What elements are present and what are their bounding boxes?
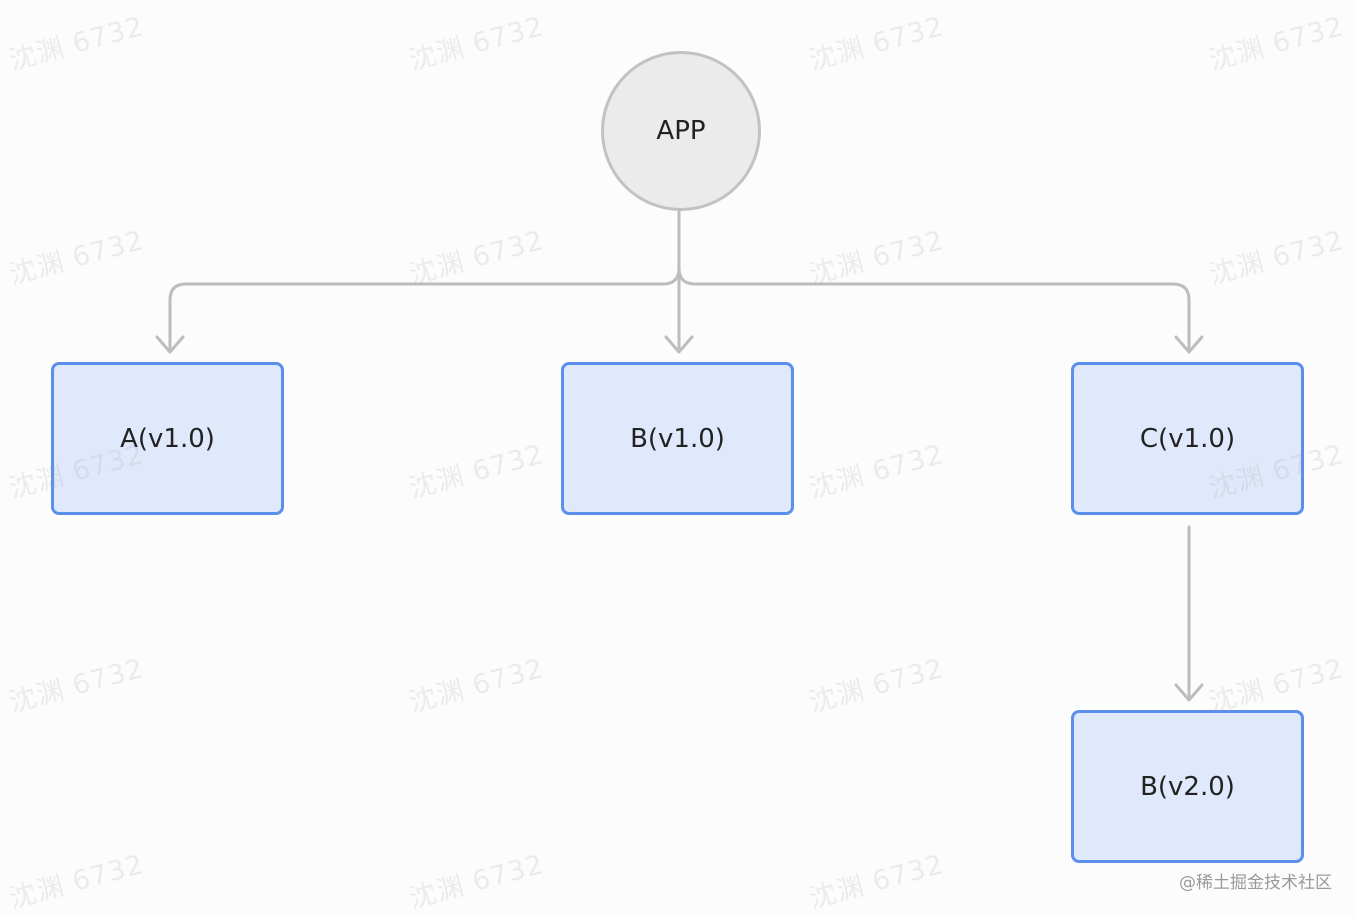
node-app: APP xyxy=(601,51,761,211)
edge-app-to-c xyxy=(677,266,1191,352)
arrowhead-a xyxy=(155,335,185,354)
node-c-v1: C(v1.0) xyxy=(1071,362,1304,515)
site-credit: @稀土掘金技术社区 xyxy=(1179,873,1332,893)
node-a-v1: A(v1.0) xyxy=(51,362,284,515)
node-b-v2-label: B(v2.0) xyxy=(1140,771,1235,802)
node-c-v1-label: C(v1.0) xyxy=(1139,423,1236,454)
node-app-label: APP xyxy=(656,116,706,146)
arrowhead-c xyxy=(1174,335,1204,354)
node-b-v1: B(v1.0) xyxy=(561,362,794,515)
arrowhead-b xyxy=(664,335,694,354)
node-b-v2: B(v2.0) xyxy=(1071,710,1304,863)
arrowhead-b-v2 xyxy=(1174,683,1204,702)
node-a-v1-label: A(v1.0) xyxy=(120,423,215,454)
node-b-v1-label: B(v1.0) xyxy=(630,423,725,454)
edge-app-to-a xyxy=(168,266,681,352)
